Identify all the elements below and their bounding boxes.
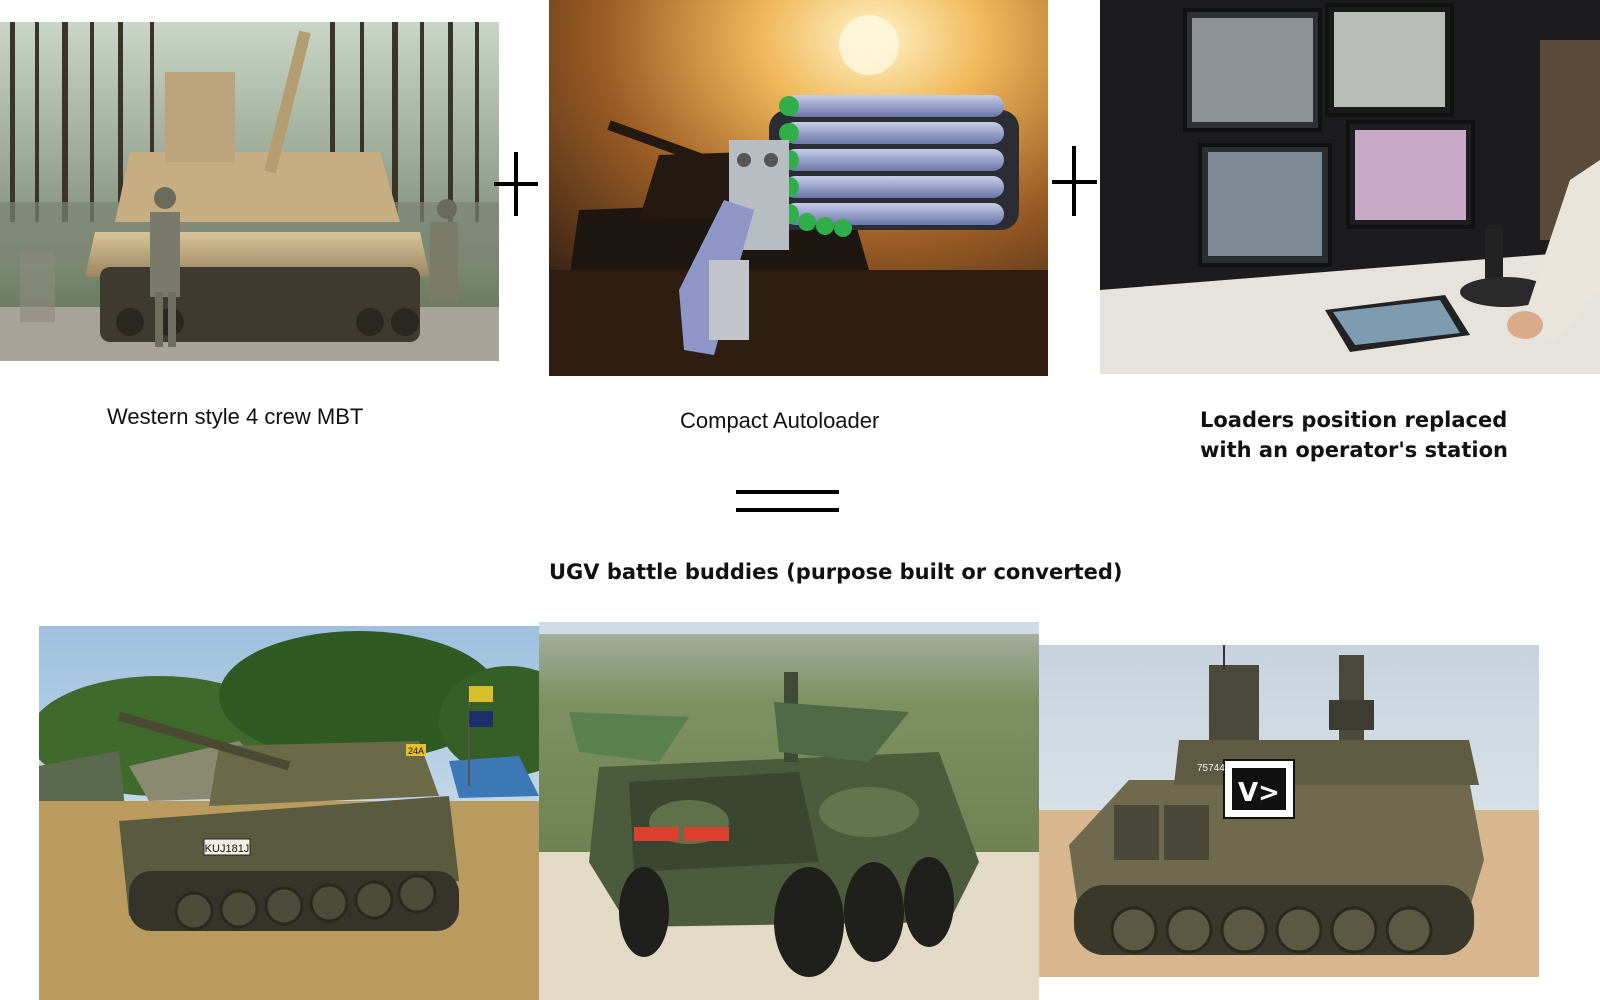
caption-ugv: UGV battle buddies (purpose built or con… (549, 560, 1123, 584)
apc-hull-number: 75744 (1197, 763, 1225, 774)
equals-sign-bottom (736, 508, 839, 512)
caption-autoloader: Compact Autoloader (680, 408, 880, 433)
operator-station-photo (1100, 0, 1600, 374)
wheeled-mortar-carrier-photo (539, 622, 1039, 1000)
caption-operator-line-1: Loaders position replaced (1200, 408, 1508, 432)
scimitar-number-plate: KUJ181J (205, 843, 250, 855)
caption-operator-station: Loaders position replaced with an operat… (1200, 405, 1508, 465)
plus-sign-2-vertical (1072, 146, 1076, 216)
plus-sign-1-vertical (514, 152, 518, 216)
tracked-light-tank-photo: KUJ181J 24A (39, 626, 539, 1000)
caption-mbt: Western style 4 crew MBT (107, 404, 364, 429)
equals-sign-top (736, 490, 839, 494)
apc-identification-sign: V> (1238, 778, 1280, 808)
caption-operator-line-2: with an operator's station (1200, 438, 1508, 462)
tracked-apc-photo: V> 75744 (1039, 645, 1539, 977)
autoloader-image (549, 0, 1048, 376)
scimitar-tactical-tag: 24A (408, 746, 424, 756)
mbt-photo (0, 22, 499, 361)
